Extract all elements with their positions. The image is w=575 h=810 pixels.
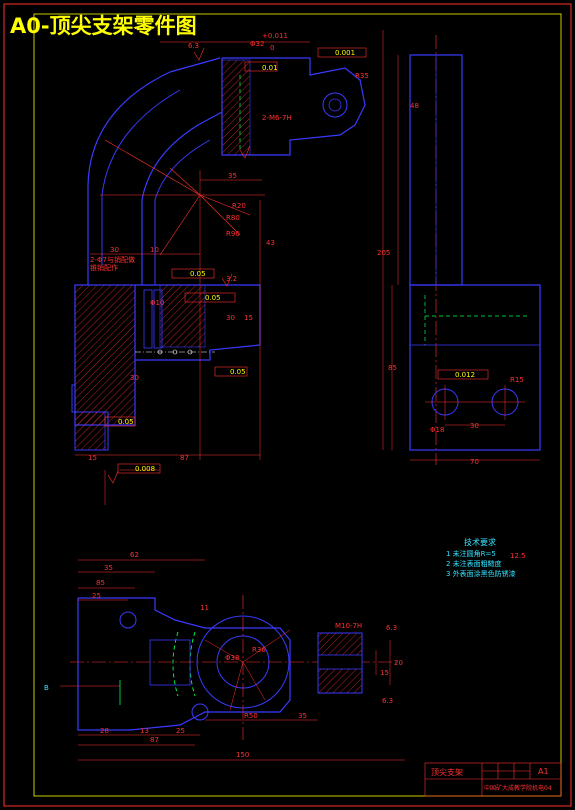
svg-text:2-M6-7H: 2-M6-7H <box>262 114 292 122</box>
svg-text:12.5: 12.5 <box>510 552 526 560</box>
technical-requirements: 技术要求 1 未注圆角R=5 2 未注表面粗糙度 3 外表面涂黑色防锈漆 <box>446 538 516 579</box>
svg-text:25: 25 <box>176 727 185 735</box>
tech-req-item-2: 2 未注表面粗糙度 <box>446 560 502 568</box>
svg-text:R50: R50 <box>244 712 258 720</box>
svg-text:Φ10: Φ10 <box>150 299 164 307</box>
svg-text:0.012: 0.012 <box>455 371 475 379</box>
svg-text:6.3: 6.3 <box>382 697 393 705</box>
svg-text:M10-7H: M10-7H <box>335 622 362 630</box>
svg-text:0.008: 0.008 <box>135 465 155 473</box>
svg-text:R90: R90 <box>226 230 240 238</box>
title-block-sheet-size: A1 <box>538 767 549 776</box>
svg-text:Φ38: Φ38 <box>225 654 239 662</box>
svg-text:0.05: 0.05 <box>205 294 221 302</box>
svg-text:20: 20 <box>394 659 403 667</box>
svg-text:0.05: 0.05 <box>190 270 206 278</box>
title-block <box>424 762 562 797</box>
svg-text:R20: R20 <box>232 202 246 210</box>
svg-text:0.001: 0.001 <box>335 49 355 57</box>
svg-text:85: 85 <box>388 364 397 372</box>
svg-text:30: 30 <box>226 314 235 322</box>
svg-text:35: 35 <box>228 172 237 180</box>
svg-text:B: B <box>44 684 49 692</box>
svg-text:15: 15 <box>380 669 389 677</box>
svg-text:Φ18: Φ18 <box>430 426 444 434</box>
front-view <box>71 41 367 505</box>
svg-text:15: 15 <box>88 454 97 462</box>
svg-text:30: 30 <box>470 422 479 430</box>
svg-text:锥销配作: 锥销配作 <box>90 263 118 272</box>
svg-text:25: 25 <box>92 592 101 600</box>
svg-text:15: 15 <box>244 314 253 322</box>
svg-text:R80: R80 <box>226 214 240 222</box>
svg-text:43: 43 <box>266 239 275 247</box>
svg-text:6.3: 6.3 <box>188 42 199 50</box>
svg-text:28: 28 <box>100 727 109 735</box>
svg-text:R36: R36 <box>252 646 266 654</box>
svg-text:3.2: 3.2 <box>226 275 237 283</box>
svg-text:87: 87 <box>180 454 189 462</box>
svg-text:30: 30 <box>130 374 139 382</box>
svg-text:+0.011: +0.011 <box>262 32 288 40</box>
top-view <box>60 559 405 761</box>
svg-text:6.3: 6.3 <box>386 624 397 632</box>
svg-text:30: 30 <box>110 246 119 254</box>
title-block-institution: 中国矿大成教学院机电04 <box>484 785 552 792</box>
tech-req-item-1: 1 未注圆角R=5 <box>446 550 496 558</box>
svg-text:0.05: 0.05 <box>230 368 246 376</box>
svg-text:85: 85 <box>96 579 105 587</box>
svg-text:70: 70 <box>470 458 479 466</box>
drawing-title: A0-顶尖支架零件图 <box>10 14 197 38</box>
svg-text:R15: R15 <box>510 376 524 384</box>
svg-text:48: 48 <box>410 102 419 110</box>
inner-frame <box>33 13 562 797</box>
svg-text:11: 11 <box>200 604 209 612</box>
svg-text:Φ32: Φ32 <box>250 40 264 48</box>
svg-text:2-Φ7与销配做: 2-Φ7与销配做 <box>90 255 135 264</box>
svg-text:87: 87 <box>150 736 159 744</box>
svg-text:205: 205 <box>377 249 390 257</box>
outer-frame <box>3 3 572 807</box>
svg-text:13: 13 <box>140 727 149 735</box>
tech-req-item-3: 3 外表面涂黑色防锈漆 <box>446 570 516 578</box>
svg-text:35: 35 <box>298 712 307 720</box>
svg-text:62: 62 <box>130 551 139 559</box>
svg-text:0.05: 0.05 <box>118 418 134 426</box>
svg-text:150: 150 <box>236 751 249 759</box>
svg-text:R35: R35 <box>355 72 369 80</box>
title-block-part-name: 顶尖支架 <box>431 768 463 777</box>
svg-text:0: 0 <box>270 44 274 52</box>
svg-text:0.01: 0.01 <box>262 64 278 72</box>
dimension-labels: Φ32 +0.011 0 R35 35 R20 R80 R90 2-M6-7H … <box>44 32 526 759</box>
side-view <box>382 30 541 465</box>
svg-text:10: 10 <box>150 246 159 254</box>
tech-req-heading: 技术要求 <box>464 538 496 547</box>
svg-text:35: 35 <box>104 564 113 572</box>
